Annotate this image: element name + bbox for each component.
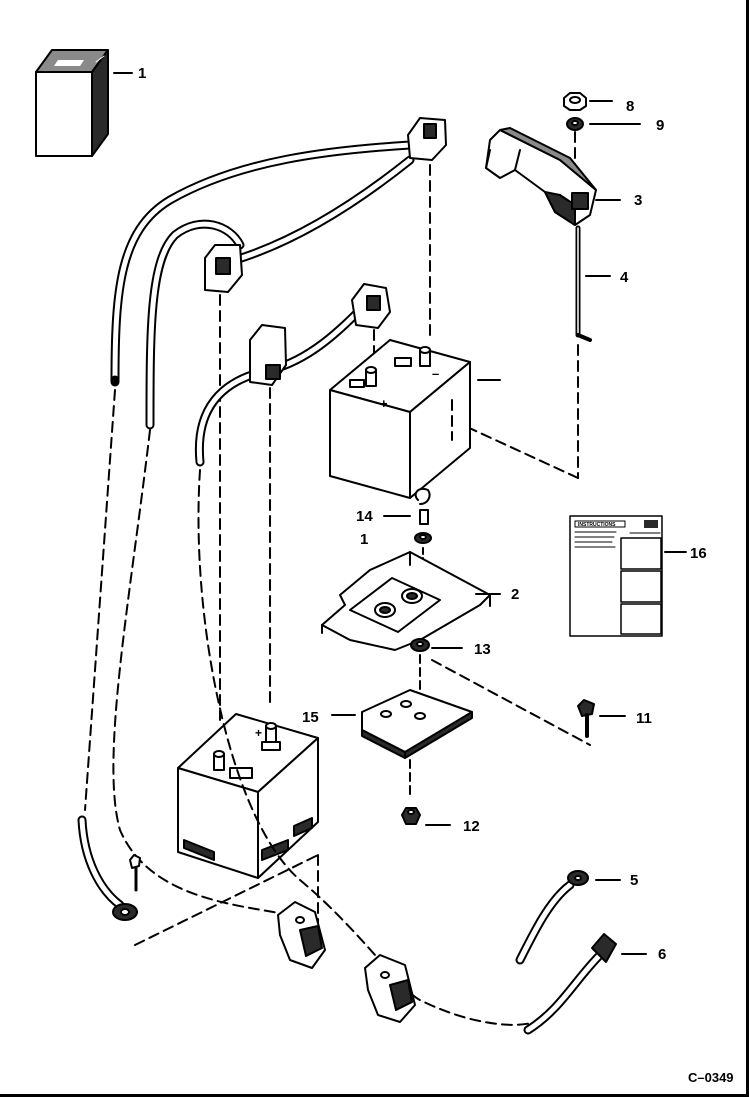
item-2-battery-tray: [321, 551, 491, 651]
upper-battery-negative-mark: –: [432, 366, 439, 381]
ground-path-a: [84, 389, 116, 811]
cable-set-middle: [194, 283, 391, 467]
battery-lower: [177, 713, 319, 879]
item-8-nut: [563, 92, 587, 111]
callout-14: 14: [356, 508, 373, 525]
terminal-block-b: [364, 954, 416, 1023]
item-5-cable: [515, 870, 589, 965]
callout-11: 11: [636, 710, 652, 727]
callout-6: 6: [658, 946, 667, 963]
callout-13: 13: [474, 641, 491, 658]
callout-9: 9: [656, 117, 665, 134]
callout-15: 15: [302, 709, 319, 726]
item-14-clip: [414, 488, 431, 525]
cable-set-upper: [110, 117, 447, 430]
lower-battery-positive-mark: +: [255, 726, 262, 740]
item-6-cable: [523, 933, 617, 1035]
callout-4: 4: [620, 269, 629, 286]
item-15-mount-plate: [361, 689, 473, 759]
callout-2: 2: [511, 586, 520, 603]
callout-1: 1: [138, 65, 147, 82]
callout-12: 12: [463, 818, 480, 835]
decal-heading: INSTRUCTIONS: [578, 522, 616, 528]
bolt-axis-c: [451, 419, 579, 479]
callout-8: 8: [626, 98, 635, 115]
item-9-washer: [566, 117, 584, 131]
ground-cable-left: [77, 815, 141, 921]
callout-10: 1: [360, 531, 369, 548]
drawing-code: C–0349: [688, 1070, 734, 1085]
callout-16: 16: [690, 545, 707, 562]
upper-battery-positive-mark: +: [380, 396, 388, 411]
leader-tray-to-11: [431, 659, 591, 746]
item-10-washer: [414, 532, 432, 544]
item-4-j-bolt: [575, 225, 592, 342]
ground-path-c: [197, 469, 541, 1026]
item-13-washer: [410, 638, 430, 652]
item-11-bolt: [577, 699, 595, 738]
item-3-hold-down-bracket: [485, 127, 597, 226]
battery-upper: [329, 339, 471, 499]
callout-5: 5: [630, 872, 639, 889]
item-1-box: [35, 49, 109, 157]
terminal-block-a: [277, 901, 326, 969]
callout-3: 3: [634, 192, 643, 209]
item-16-instruction-decal: [569, 515, 663, 637]
item-12-nut: [401, 807, 421, 825]
